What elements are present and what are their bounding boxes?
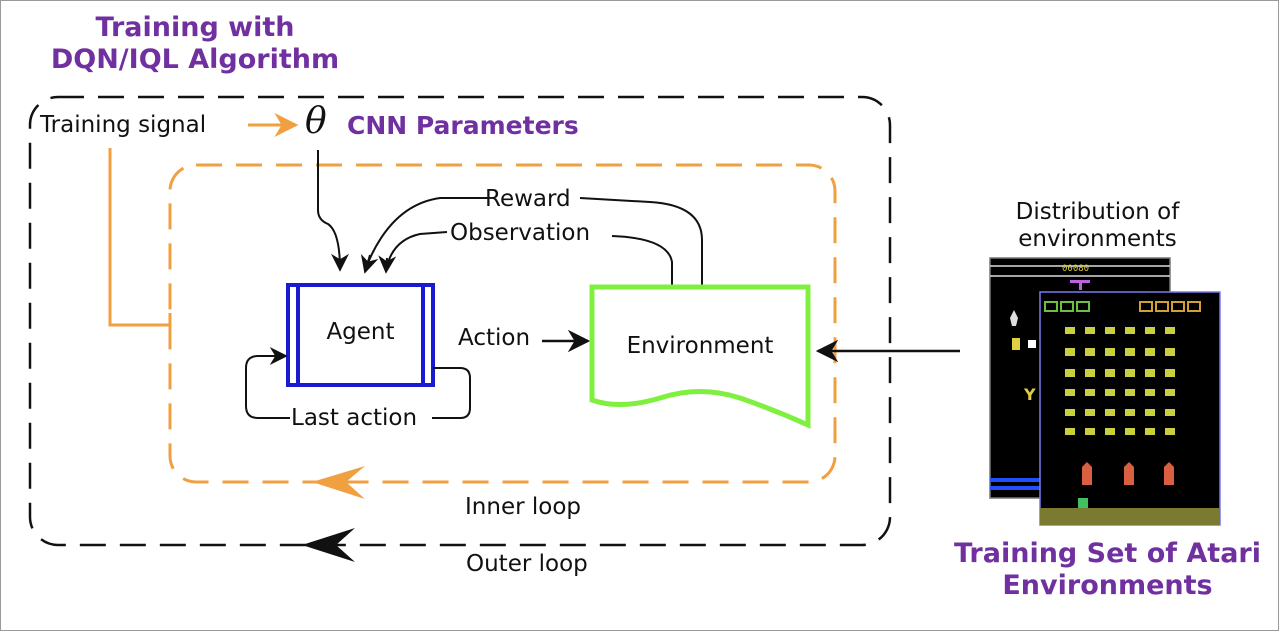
outer-loop-box bbox=[28, 95, 892, 547]
training-set-title-line2: Environments bbox=[1002, 570, 1213, 601]
svg-text:Y: Y bbox=[1023, 385, 1036, 404]
inner-loop-arrow-icon bbox=[312, 466, 365, 499]
distribution-label-line2: environments bbox=[1018, 226, 1177, 252]
observation-label: Observation bbox=[450, 220, 591, 246]
agent-box bbox=[286, 283, 435, 387]
theta-label: θ bbox=[305, 101, 327, 142]
last-action-label: Last action bbox=[291, 405, 418, 431]
atari-score: 00080 bbox=[1062, 264, 1089, 274]
training-title-line2: DQN/IQL Algorithm bbox=[50, 44, 340, 75]
observation-arrow-tip bbox=[378, 255, 397, 274]
distribution-label: Distribution of environments bbox=[985, 199, 1210, 253]
training-signal-line bbox=[108, 148, 170, 327]
atari-screen-front bbox=[1039, 291, 1221, 526]
outer-loop-label: Outer loop bbox=[466, 551, 588, 577]
training-title: Training with DQN/IQL Algorithm bbox=[40, 12, 350, 76]
training-signal-label: Training signal bbox=[40, 112, 207, 138]
action-label: Action bbox=[458, 325, 531, 351]
training-set-title: Training Set of Atari Environments bbox=[935, 538, 1280, 602]
environment-label: Environment bbox=[626, 333, 774, 359]
distribution-label-line1: Distribution of bbox=[1015, 199, 1180, 225]
training-title-line1: Training with bbox=[95, 12, 295, 43]
training-set-title-line1: Training Set of Atari bbox=[953, 538, 1262, 569]
reward-arrow-tip bbox=[360, 253, 379, 274]
cnn-parameters-label: CNN Parameters bbox=[347, 111, 579, 140]
inner-loop-label: Inner loop bbox=[465, 494, 581, 520]
outer-loop-arrow-icon bbox=[302, 528, 355, 562]
agent-label: Agent bbox=[326, 319, 395, 345]
environment-box bbox=[589, 284, 811, 429]
reward-label: Reward bbox=[485, 186, 571, 212]
last-action-line bbox=[245, 355, 471, 419]
theta-to-agent-line bbox=[317, 150, 349, 272]
